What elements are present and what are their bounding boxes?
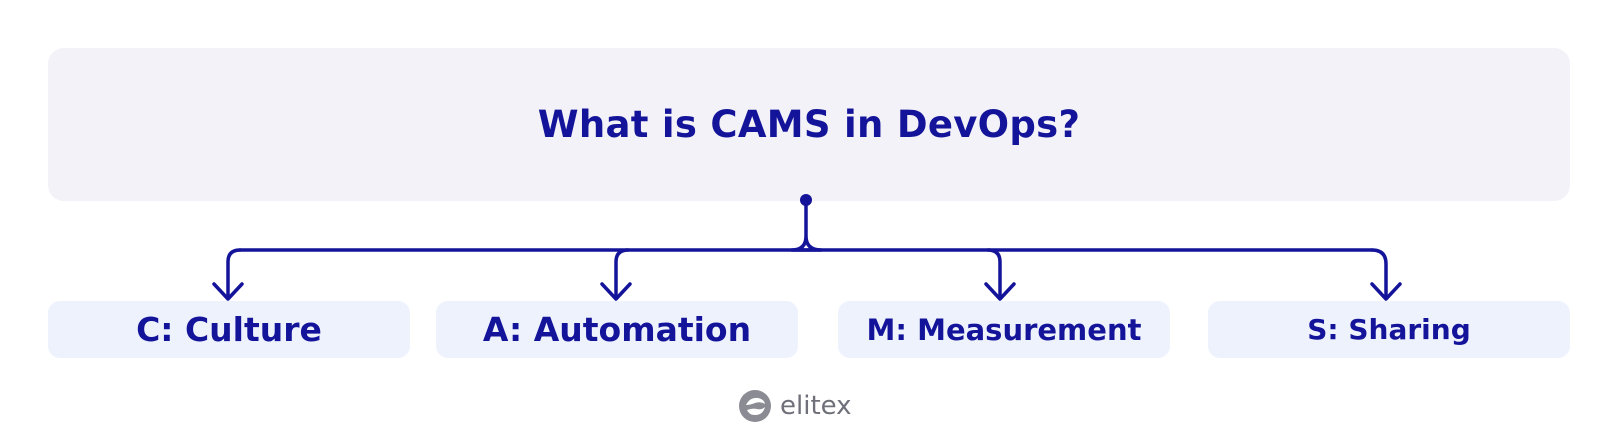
connector-dot: [800, 194, 812, 206]
brand-name: elitex: [780, 391, 852, 421]
item-measurement-label: M: Measurement: [866, 312, 1142, 347]
item-measurement: M: Measurement: [838, 301, 1170, 358]
diagram-title: What is CAMS in DevOps?: [537, 103, 1081, 146]
connector-branch-sharing: [1370, 248, 1388, 300]
item-culture: C: Culture: [48, 301, 410, 358]
item-sharing-label: S: Sharing: [1307, 313, 1471, 346]
arrowhead-automation: [600, 282, 632, 301]
connector-branch-automation: [614, 248, 630, 300]
brand-footer: elitex: [738, 388, 852, 424]
connector-branch-measurement: [986, 248, 1002, 300]
arrowhead-culture: [212, 282, 244, 301]
arrowhead-sharing: [1370, 282, 1402, 301]
connector-branch-culture: [226, 248, 242, 300]
item-culture-label: C: Culture: [136, 310, 322, 349]
item-automation: A: Automation: [436, 301, 798, 358]
arrowhead-measurement: [984, 282, 1016, 301]
title-box: What is CAMS in DevOps?: [48, 48, 1570, 201]
item-sharing: S: Sharing: [1208, 301, 1570, 358]
elitex-logo-icon: [739, 390, 771, 422]
item-automation-label: A: Automation: [482, 310, 752, 349]
connector-stem: [790, 199, 823, 252]
